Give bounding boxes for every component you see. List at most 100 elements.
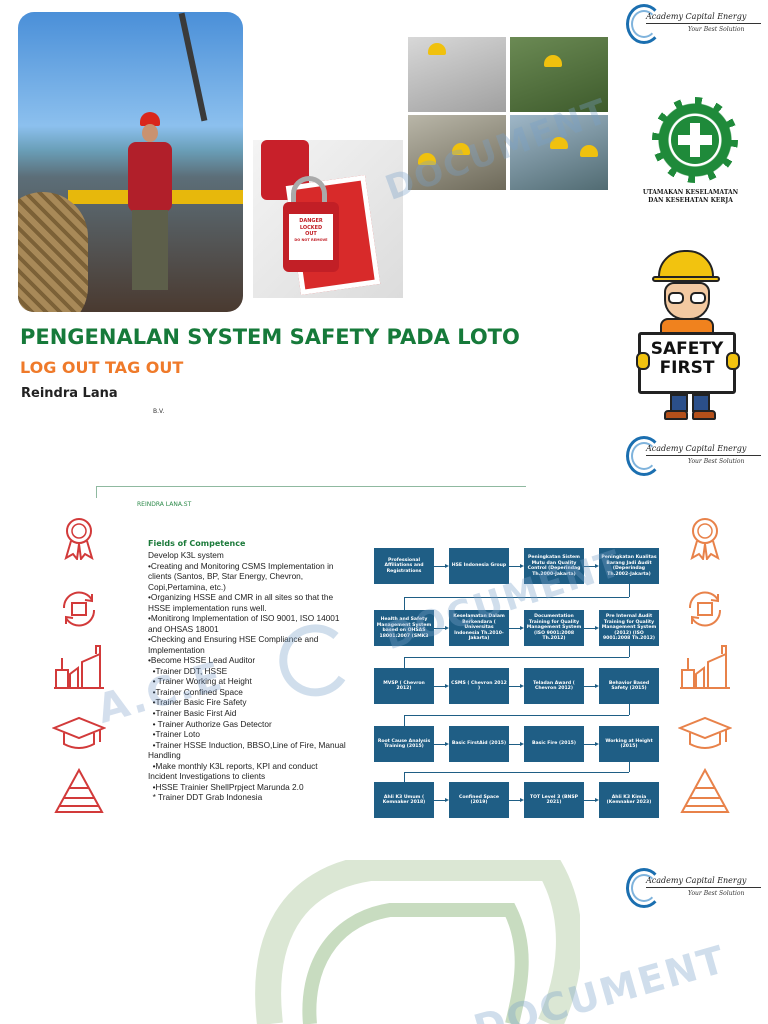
page-title: PENGENALAN SYSTEM SAFETY PADA LOTO bbox=[20, 325, 520, 349]
competence-item: •Trainer Basic Fire Safety bbox=[148, 697, 247, 708]
flow-arrow bbox=[509, 684, 524, 688]
flow-box: Peningkatan Sistem Mutu dan Quality Cont… bbox=[524, 548, 584, 584]
academy-capital-energy-logo: Academy Capital Energy Your Best Solutio… bbox=[626, 434, 766, 478]
competence-item: •Checking and Ensuring HSE Compliance an… bbox=[148, 634, 321, 655]
flow-arrow bbox=[584, 798, 599, 802]
competence-item: •Trainer Loto bbox=[148, 729, 200, 740]
recycle-box-icon bbox=[62, 591, 96, 627]
flow-connector bbox=[404, 715, 405, 726]
flow-arrow bbox=[584, 626, 599, 630]
award-ribbon-icon bbox=[690, 518, 720, 560]
flow-box: TOT Level 3 (BNSP 2021) bbox=[524, 782, 584, 818]
photo-grid-cell bbox=[408, 115, 506, 190]
flow-arrow bbox=[509, 564, 524, 568]
flow-connector bbox=[404, 772, 405, 782]
flow-connector bbox=[629, 584, 630, 597]
flow-arrow bbox=[434, 742, 449, 746]
competence-item: Develop K3L system bbox=[148, 550, 224, 560]
factory-icon bbox=[680, 645, 730, 689]
flow-box: Ahli K3 Kimia (Kemnaker 2023) bbox=[599, 782, 659, 818]
certification-flowchart: Professional Affiliations and Registrati… bbox=[374, 548, 660, 818]
tag-text-out: OUT bbox=[305, 231, 317, 237]
flow-connector bbox=[404, 597, 405, 610]
graduation-cap-icon bbox=[52, 716, 106, 749]
closing-slide: Academy Capital Energy Your Best Solutio… bbox=[0, 860, 768, 1024]
flow-arrow bbox=[584, 742, 599, 746]
competence-item: •HSSE Trainier ShellPrpject Marunda 2.0 bbox=[148, 781, 304, 792]
flow-box: Health and Safety Management System base… bbox=[374, 610, 434, 646]
academy-capital-energy-logo: Academy Capital Energy Your Best Solutio… bbox=[626, 866, 766, 910]
competence-title: Fields of Competence bbox=[148, 539, 246, 548]
slide-header: REINDRA LANA.ST bbox=[137, 501, 192, 508]
award-ribbon-icon bbox=[64, 518, 94, 560]
flow-connector bbox=[404, 715, 629, 716]
competence-item: •Trainer Basic First Aid bbox=[148, 707, 237, 718]
flow-arrow bbox=[509, 798, 524, 802]
factory-icon bbox=[54, 645, 104, 689]
photo-grid-cell bbox=[408, 37, 506, 112]
competence-item: •Monitirong Implementation of ISO 9001, … bbox=[148, 613, 342, 634]
safety-first-sign: SAFETY FIRST bbox=[638, 332, 736, 394]
recycle-box-icon bbox=[688, 591, 722, 627]
tag-text-do-not-remove: DO NOT REMOVE bbox=[294, 237, 328, 242]
flow-arrow bbox=[434, 564, 449, 568]
competence-item: •Creating and Monitoring CSMS Implementa… bbox=[148, 560, 336, 592]
competence-item: •Trainer HSSE Induction, BBSO,Line of Fi… bbox=[148, 739, 348, 761]
flow-box: Teladan Award ( Chevron 2012) bbox=[524, 668, 584, 704]
academy-capital-energy-logo: Academy Capital Energy Your Best Solutio… bbox=[626, 2, 766, 46]
graduation-cap-icon bbox=[678, 716, 732, 749]
title-slide: DANGER LOCKED OUT DO NOT REMOVE Academy … bbox=[0, 0, 768, 430]
flow-connector bbox=[629, 762, 630, 772]
flow-box: Ahli K3 Umum ( Kemnaker 2018) bbox=[374, 782, 434, 818]
competence-item: • Trainer Working at Height bbox=[148, 676, 252, 687]
flow-arrow bbox=[584, 684, 599, 688]
flow-connector bbox=[629, 704, 630, 715]
flow-connector bbox=[404, 657, 629, 658]
photo-grid-cell bbox=[510, 115, 608, 190]
page-subtitle: LOG OUT TAG OUT bbox=[20, 358, 184, 377]
flow-box: Documentation Training for Quality Manag… bbox=[524, 610, 584, 646]
photo-grid-cell bbox=[510, 37, 608, 112]
flow-box: MVSP ( Chevron 2012) bbox=[374, 668, 434, 704]
flow-box: Pre Internal Audit Training for Quality … bbox=[599, 610, 659, 646]
author-suffix: B.V. bbox=[153, 408, 165, 415]
decorative-ring bbox=[255, 860, 580, 1024]
flow-box: Professional Affiliations and Registrati… bbox=[374, 548, 434, 584]
author-name: Reindra Lana bbox=[21, 386, 118, 401]
flow-connector bbox=[404, 657, 405, 668]
watermark-ring bbox=[279, 624, 346, 697]
competence-list: Develop K3L system•Creating and Monitori… bbox=[148, 550, 348, 803]
pyramid-icon bbox=[54, 768, 104, 813]
flow-arrow bbox=[509, 742, 524, 746]
flow-arrow bbox=[434, 684, 449, 688]
flow-connector bbox=[404, 772, 629, 773]
flow-box: Basic FirstAid (2015) bbox=[449, 726, 509, 762]
tag-text-locked: LOCKED bbox=[299, 224, 323, 231]
k3-safety-logo: UTAMAKAN KESELAMATAN DAN KESEHATAN KERJA bbox=[618, 85, 763, 210]
tag-text-danger: DANGER bbox=[299, 218, 323, 224]
competence-item: * Trainer DDT Grab Indonesia bbox=[148, 792, 263, 803]
flow-arrow bbox=[434, 626, 449, 630]
flow-arrow bbox=[434, 798, 449, 802]
competence-item: •Trainer DDT, HSSE bbox=[148, 665, 228, 676]
flow-box: Peningkatan Kualitas Barang Jadi Audit (… bbox=[599, 548, 659, 584]
flow-box: HSE Indonesia Group bbox=[449, 548, 509, 584]
competence-item: •Organizing HSSE and CMR in all sites so… bbox=[148, 592, 336, 613]
flow-box: Confined Space (2019) bbox=[449, 782, 509, 818]
safety-first-mascot: SAFETY FIRST bbox=[636, 250, 742, 425]
flow-box: Working at Height (2015) bbox=[599, 726, 659, 762]
competence-slide: Academy Capital Energy Your Best Solutio… bbox=[0, 430, 768, 860]
worker-on-vessel-photo bbox=[18, 12, 243, 312]
worker-photo-grid bbox=[408, 37, 608, 190]
loto-lock-photo: DANGER LOCKED OUT DO NOT REMOVE bbox=[253, 140, 403, 298]
flow-box: Behavior Based Safety (2015) bbox=[599, 668, 659, 704]
flow-box: CSMS ( Chevron 2012 ) bbox=[449, 668, 509, 704]
flow-box: Keselamatan Dalam Berkendara ( Universit… bbox=[449, 610, 509, 646]
flow-arrow bbox=[584, 564, 599, 568]
flow-box: Root Cause Analysis Training (2015) bbox=[374, 726, 434, 762]
pyramid-icon bbox=[680, 768, 730, 813]
flow-connector bbox=[629, 646, 630, 657]
flow-arrow bbox=[509, 626, 524, 630]
competence-item: • Trainer Authorize Gas Detector bbox=[148, 718, 272, 729]
competence-item: •Make monthly K3L reports, KPI and condu… bbox=[148, 760, 320, 782]
